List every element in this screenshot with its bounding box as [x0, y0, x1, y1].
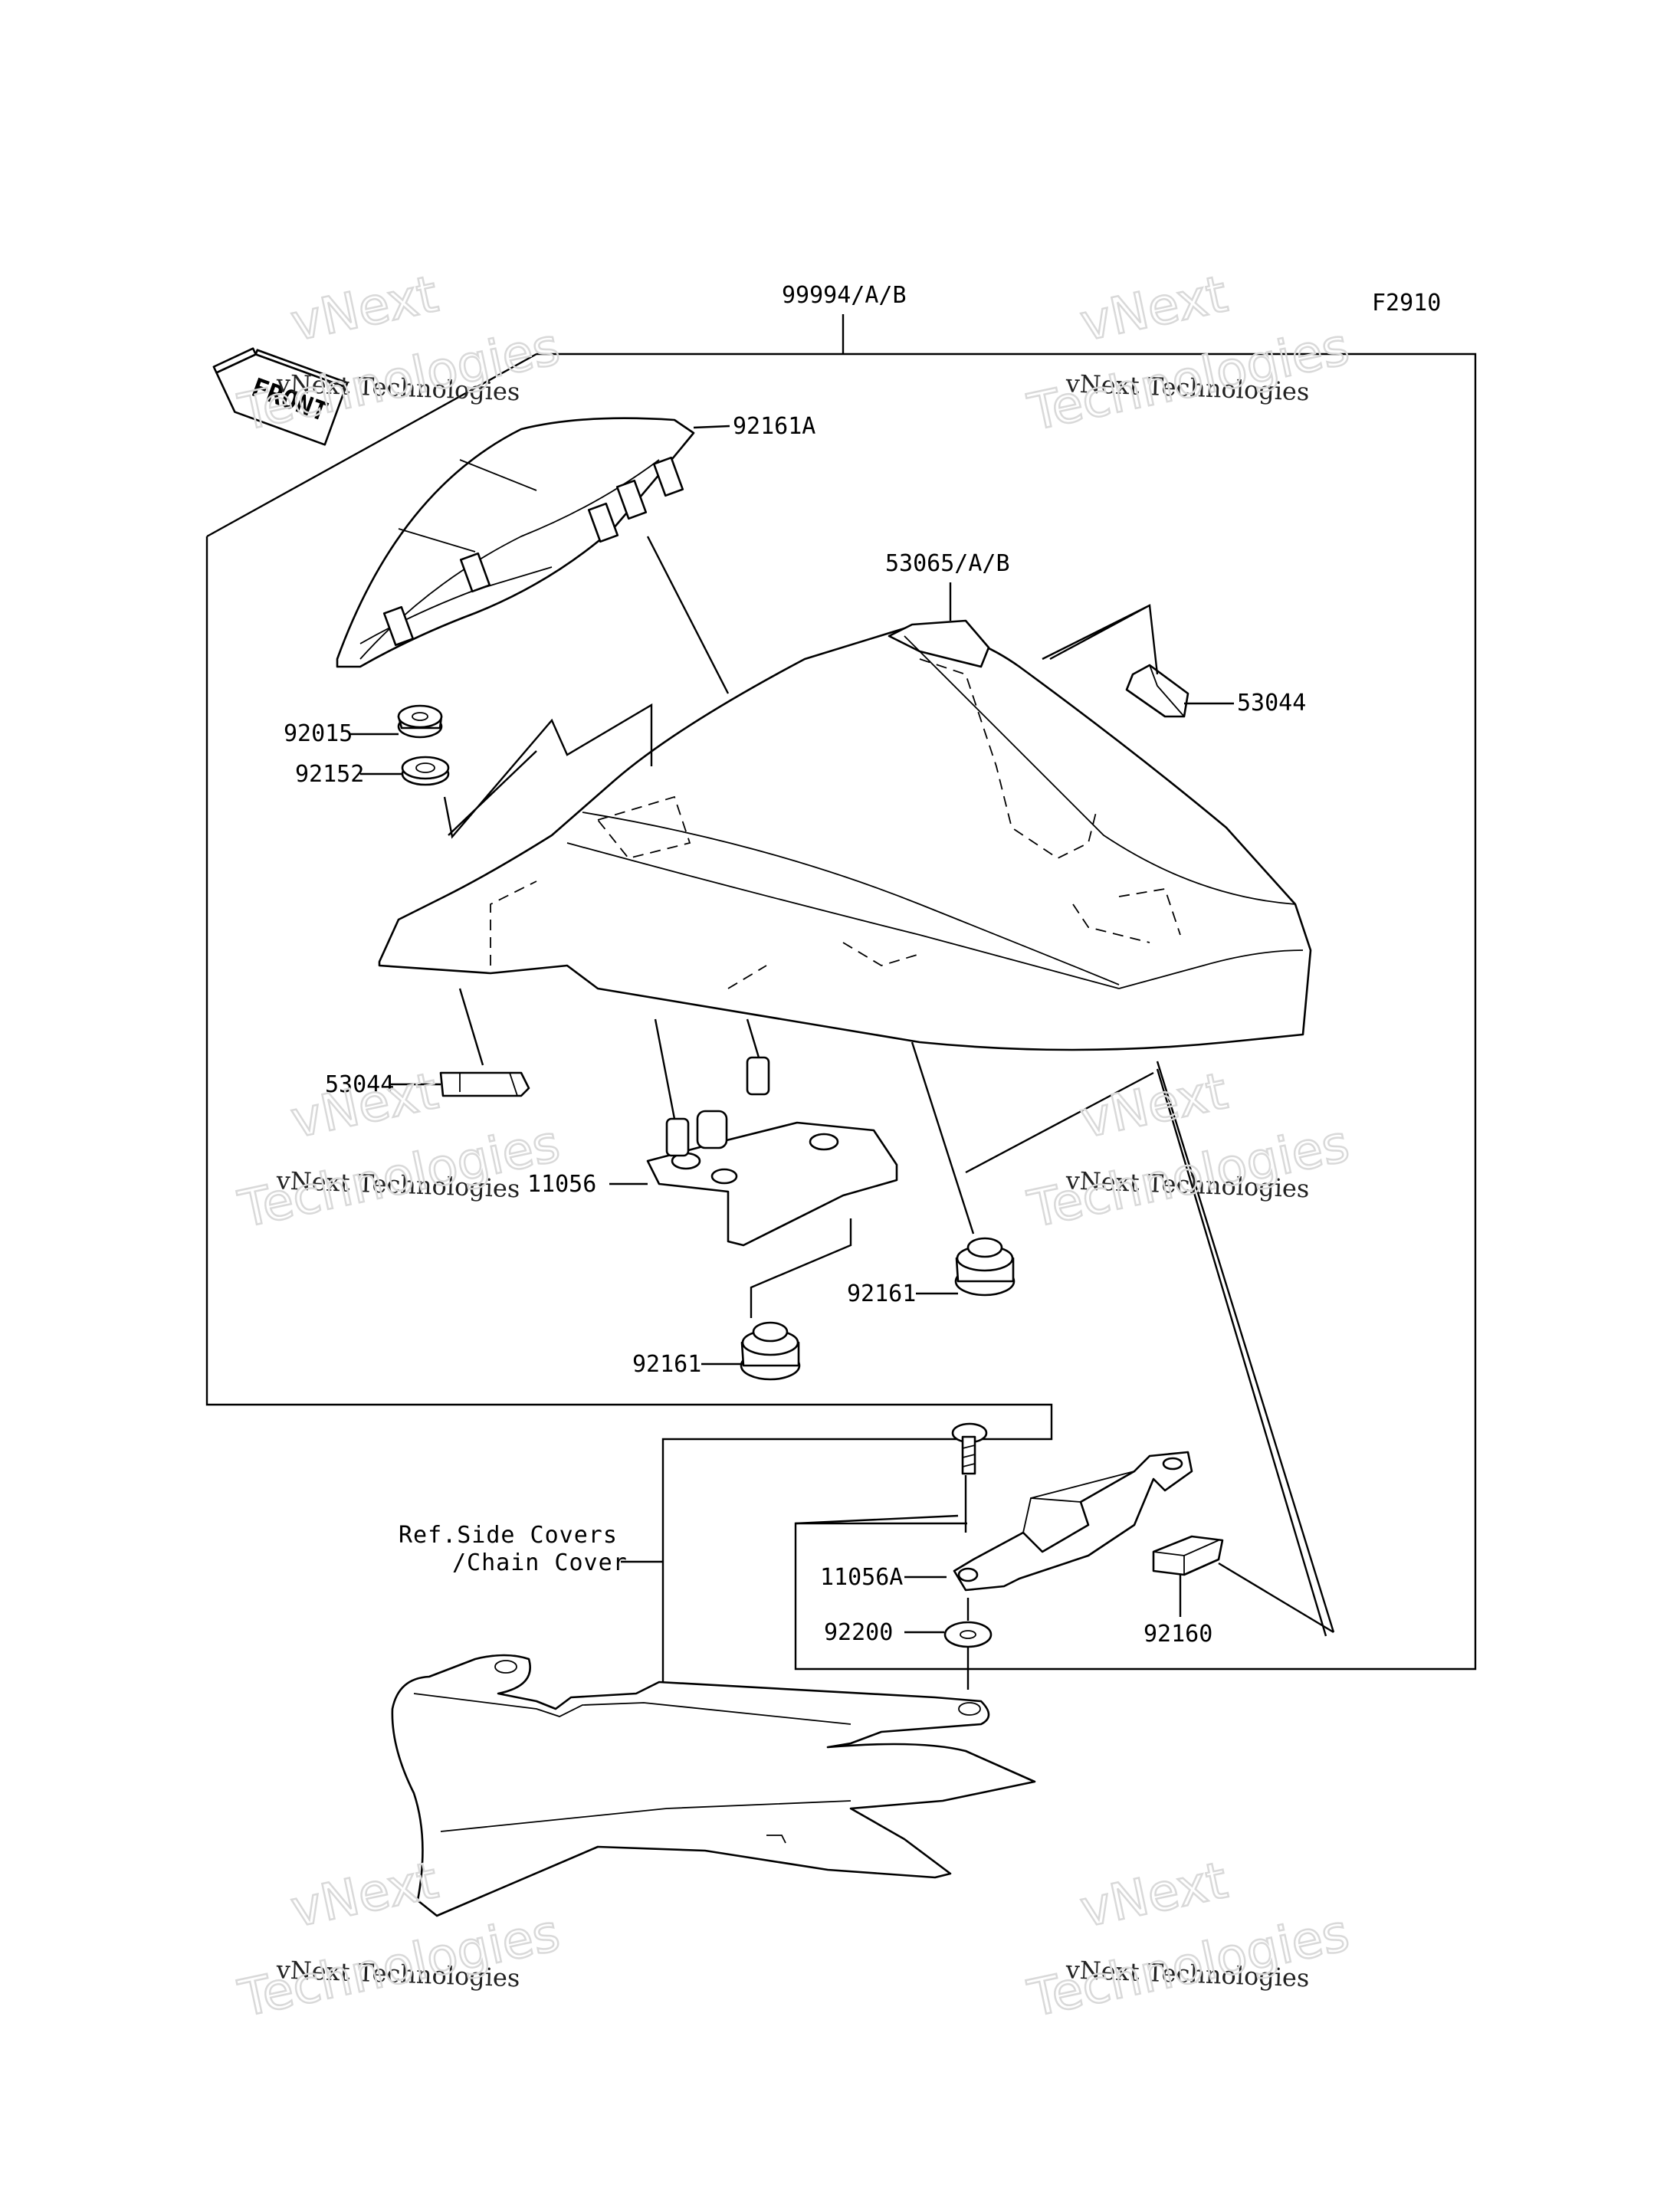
part-label-92161A: 92161A [733, 413, 815, 440]
svg-text:vNext: vNext [1075, 1851, 1232, 1939]
svg-text:vNext: vNext [286, 264, 443, 353]
part-label-53044-bottom: 53044 [325, 1071, 394, 1098]
svg-text:Technologies: Technologies [234, 316, 565, 442]
part-label-92161-upper: 92161 [847, 1280, 916, 1307]
part-rubber-bottom-left [439, 1071, 530, 1097]
part-side-cover [391, 1654, 1036, 1917]
part-bracket-11056 [646, 1056, 898, 1247]
part-label-92161-lower: 92161 [632, 1351, 701, 1378]
part-pad-92160 [1152, 1535, 1224, 1576]
watermark-top-left: vNext vNext Technologies Technologies [233, 264, 566, 444]
front-direction-arrow: FRONT [212, 347, 349, 446]
figure-code: F2910 [1372, 290, 1441, 316]
part-nut-92015 [397, 704, 443, 739]
svg-text:vNext: vNext [1075, 264, 1232, 353]
part-label-92015: 92015 [284, 720, 353, 747]
svg-text:vNext: vNext [286, 1851, 443, 1939]
watermark-top-right: vNext vNext Technologies Technologies [1022, 264, 1355, 444]
part-grommet-92161-lower [740, 1321, 801, 1381]
part-label-92200: 92200 [824, 1619, 893, 1646]
watermark-bottom-right: vNext vNext Technologies Technologies [1022, 1850, 1355, 2030]
part-grommet-92161-upper [954, 1237, 1016, 1297]
watermark-middle-right: vNext vNext Technologies Technologies [1022, 1061, 1355, 1241]
part-tail-cover-top [336, 417, 695, 668]
part-label-11056A: 11056A [820, 1564, 903, 1591]
svg-text:Technologies: Technologies [1023, 1903, 1354, 2028]
reference-label-line2: /Chain Cover [452, 1549, 628, 1576]
svg-text:Technologies: Technologies [234, 1113, 565, 1239]
part-label-53065AB: 53065/A/B [885, 550, 1010, 577]
svg-text:Technologies: Technologies [1023, 1113, 1354, 1239]
part-collar-92152 [401, 756, 450, 786]
part-label-92160: 92160 [1144, 1621, 1212, 1648]
part-seat-cowl [378, 619, 1312, 1051]
reference-label-line1: Ref.Side Covers [399, 1522, 618, 1549]
part-bolt [951, 1422, 988, 1475]
svg-text:vNext: vNext [1075, 1061, 1232, 1149]
part-label-11056: 11056 [527, 1171, 596, 1198]
part-label-92152: 92152 [295, 761, 364, 788]
svg-text:Technologies: Technologies [1023, 316, 1354, 442]
part-label-53044-top: 53044 [1237, 690, 1306, 716]
part-bracket-11056A [953, 1451, 1193, 1592]
part-rubber-top-right [1125, 664, 1189, 718]
part-washer-92200 [943, 1621, 993, 1648]
assembly-bracket [205, 314, 1477, 1686]
svg-text:Technologies: Technologies [234, 1903, 565, 2028]
assembly-label: 99994/A/B [782, 282, 907, 309]
